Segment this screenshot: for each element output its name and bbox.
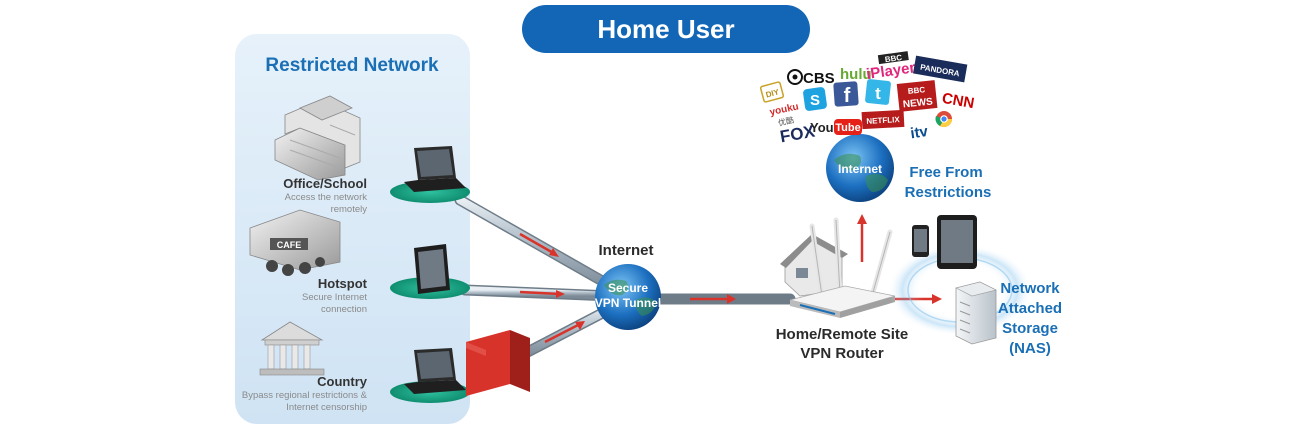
tablet-icon [937, 215, 977, 269]
bbc-text: BBC [907, 85, 925, 96]
service-logos: DIY CBS hulu BBC iPlayer PANDORA youku 优… [759, 51, 976, 146]
skype-logo: S [803, 87, 827, 111]
news-text: NEWS [902, 96, 933, 110]
internet-globe: Internet [826, 134, 894, 202]
cafe-sign: CAFE [277, 240, 302, 250]
restricted-network-title: Restricted Network [265, 55, 439, 76]
skype-text: S [810, 92, 820, 109]
pandora-logo: PANDORA [913, 55, 968, 83]
cbs-logo: CBS [787, 69, 835, 87]
youtube-tube-text: Tube [835, 122, 860, 134]
hotspot-label: Hotspot [318, 276, 368, 291]
office-building-icon [274, 95, 361, 181]
secure-vpn-globe: Secure VPN Tunnel [595, 264, 661, 330]
office-school-desc-2: remotely [331, 204, 368, 215]
diy-text: DIY [765, 87, 781, 99]
hotspot-desc-1: Secure Internet [302, 292, 367, 303]
facebook-text: f [844, 85, 851, 107]
nas-label-line1: Network [1000, 280, 1060, 297]
youtube-logo: You Tube [810, 119, 862, 135]
free-from-line2: Restrictions [905, 184, 992, 201]
nas-label-line3: Storage [1002, 320, 1058, 337]
firewall-icon [466, 330, 530, 396]
nas-label-line2: Attached [998, 300, 1062, 317]
youku-text: youku [769, 101, 800, 118]
bbc-news-logo: BBC NEWS [896, 80, 938, 112]
secure-globe-line2: VPN Tunnel [595, 296, 661, 310]
page-title: Home User [597, 14, 734, 44]
nas-device-icon [955, 281, 997, 345]
youtube-you-text: You [810, 120, 834, 135]
laptop-office-icon [390, 146, 470, 203]
diy-logo: DIY [759, 81, 785, 103]
netflix-logo: NETFLIX [861, 109, 905, 130]
cbs-text: CBS [803, 70, 835, 87]
chrome-icon [935, 111, 953, 128]
internet-label: Internet [598, 242, 653, 259]
bbc-iplayer-logo: BBC iPlayer [865, 51, 916, 83]
header-pill: Home User [522, 5, 810, 53]
router-label-line1: Home/Remote Site [776, 326, 909, 343]
cafe-building-icon: CAFE [249, 209, 341, 276]
twitter-text: t [875, 84, 881, 103]
government-building-icon [259, 321, 325, 376]
country-label: Country [317, 374, 368, 389]
bbc-top-text: BBC [884, 53, 903, 64]
itv-text: itv [909, 123, 929, 142]
secure-globe-line1: Secure [608, 281, 648, 295]
vpn-router-icon [789, 217, 896, 318]
free-from-line1: Free From [909, 164, 982, 181]
twitter-logo: t [865, 79, 891, 105]
hulu-text: hulu [840, 66, 872, 83]
tunnel-connections [454, 194, 942, 362]
office-school-desc-1: Access the network [285, 192, 368, 203]
facebook-logo: f [833, 81, 859, 107]
youku-cn-text: 优酷 [777, 115, 795, 128]
netflix-text: NETFLIX [866, 115, 900, 126]
office-school-label: Office/School [283, 176, 367, 191]
router-label-line2: VPN Router [800, 345, 884, 362]
country-desc-1: Bypass regional restrictions & [242, 390, 368, 401]
laptop-country-icon [390, 348, 470, 403]
hotspot-desc-2: connection [321, 304, 367, 315]
nas-label-line4: (NAS) [1009, 340, 1051, 357]
smartphone-icon [912, 225, 929, 257]
tablet-hotspot-icon [390, 244, 470, 299]
iplayer-text: iPlayer [865, 59, 916, 83]
country-desc-2: Internet censorship [286, 402, 367, 413]
internet-globe-label: Internet [838, 162, 882, 176]
cnn-text: CNN [941, 90, 976, 112]
